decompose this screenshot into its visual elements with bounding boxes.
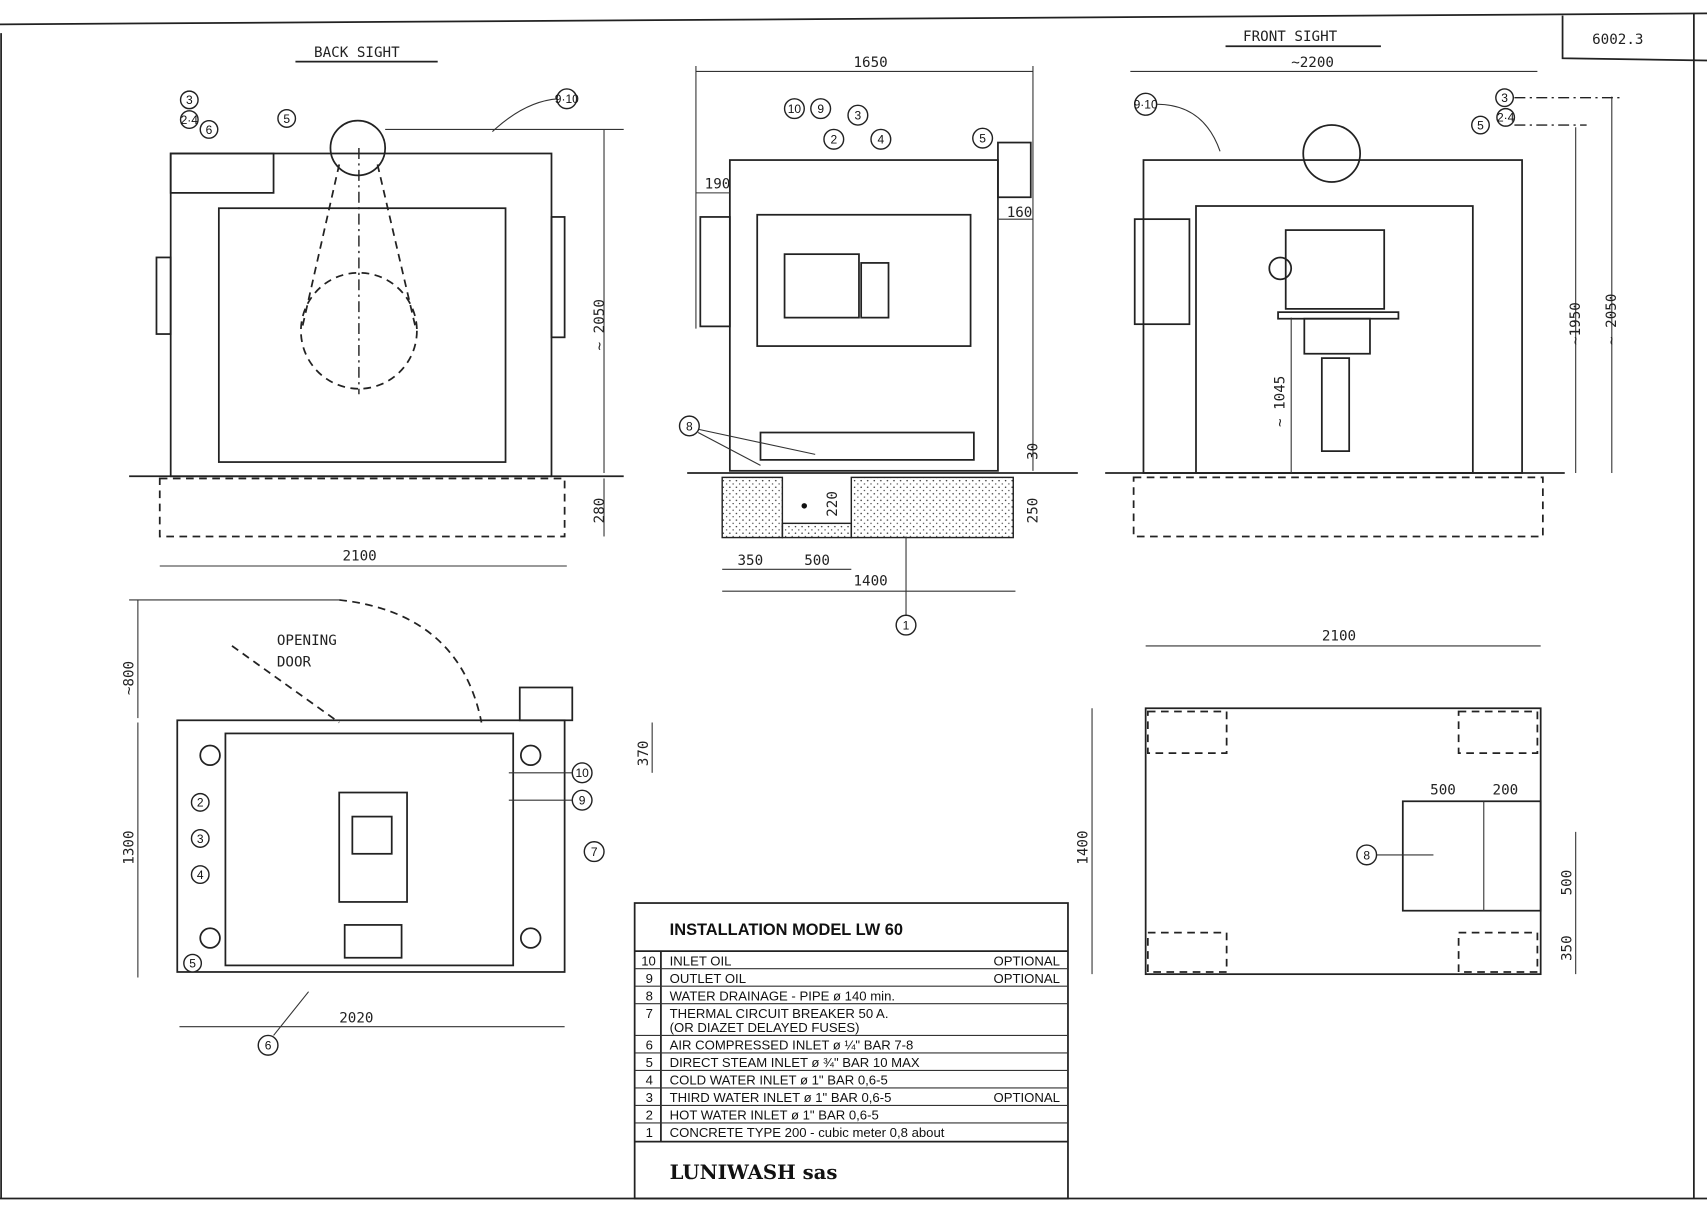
callout-9-10: 9·10 bbox=[1134, 98, 1158, 112]
title-block-rows: 10 INLET OIL OPTIONAL 9 OUTLET OIL OPTIO… bbox=[634, 953, 1068, 1140]
side-width-dim: 1650 bbox=[854, 55, 888, 71]
callout-2-4: 2·4 bbox=[181, 113, 199, 127]
title-block-title: INSTALLATION MODEL LW 60 bbox=[670, 921, 903, 939]
side-pit-mid: 500 bbox=[804, 553, 830, 569]
row-1-no: 1 bbox=[646, 1125, 653, 1140]
callout-10: 10 bbox=[575, 766, 589, 780]
row-5-no: 5 bbox=[646, 1055, 653, 1070]
callout-9: 9 bbox=[817, 102, 824, 116]
side-pad-dim: 30 bbox=[1025, 443, 1041, 460]
row-3-desc: THIRD WATER INLET ø 1" BAR 0,6-5 bbox=[670, 1090, 892, 1105]
callout-4: 4 bbox=[878, 133, 885, 147]
row-10-desc: INLET OIL bbox=[670, 953, 732, 968]
side-view: 1650 190 160 220 30 250 350 500 1400 1 8… bbox=[678, 55, 1078, 636]
drain-x-dim: 500 bbox=[1430, 783, 1456, 799]
row-7-desc2: (OR DIAZET DELAYED FUSES) bbox=[670, 1020, 860, 1035]
drawing-number: 6002.3 bbox=[1592, 32, 1643, 48]
front-door-height: ~ 1045 bbox=[1273, 376, 1289, 427]
row-2-no: 2 bbox=[646, 1108, 653, 1123]
row-8-desc: WATER DRAINAGE - PIPE ø 140 min. bbox=[670, 988, 895, 1003]
plan-view: OPENING DOOR ~800 1300 370 2020 2 3 4 5 … bbox=[121, 599, 653, 1056]
callout-6: 6 bbox=[206, 123, 213, 137]
front-width-dim: ~2200 bbox=[1291, 55, 1334, 71]
drain-y-dim: 500 bbox=[1559, 870, 1575, 896]
front-sight-title: FRONT SIGHT bbox=[1243, 29, 1338, 45]
front-height-1: ~1950 bbox=[1568, 302, 1584, 345]
side-drain-depth: 220 bbox=[825, 491, 841, 517]
door-label-2: DOOR bbox=[277, 655, 312, 671]
row-9-no: 9 bbox=[646, 971, 653, 986]
title-block: INSTALLATION MODEL LW 60 10 INLET OIL OP… bbox=[633, 902, 1069, 1200]
drain-x2-dim: 200 bbox=[1493, 783, 1519, 799]
drawing-frame bbox=[0, 12, 1707, 1200]
side-pit-left: 350 bbox=[738, 553, 764, 569]
plan-offset-dim: 370 bbox=[636, 741, 652, 767]
back-width-dim: 2100 bbox=[342, 549, 376, 565]
back-sight-view: BACK SIGHT 2100 ~ 2050 280 3 2·4 6 5 9·1… bbox=[129, 45, 624, 567]
row-8-no: 8 bbox=[646, 988, 653, 1003]
callout-8: 8 bbox=[686, 419, 693, 433]
door-clearance-dim: ~800 bbox=[121, 661, 137, 695]
callout-7: 7 bbox=[591, 845, 598, 859]
row-1-desc: CONCRETE TYPE 200 - cubic meter 0,8 abou… bbox=[670, 1125, 945, 1140]
row-6-desc: AIR COMPRESSED INLET ø ¼" BAR 7-8 bbox=[670, 1038, 914, 1053]
side-pit-depth: 250 bbox=[1025, 498, 1041, 524]
foundation-plan: 2100 1400 500 200 500 350 8 bbox=[1076, 628, 1577, 976]
side-right-offset: 160 bbox=[1007, 205, 1033, 221]
plan-width-dim: 2020 bbox=[339, 1010, 373, 1026]
side-left-offset: 190 bbox=[705, 177, 731, 193]
company-logo-text: LUNIWASH sas bbox=[670, 1161, 838, 1184]
row-4-desc: COLD WATER INLET ø 1" BAR 0,6-5 bbox=[670, 1073, 888, 1088]
row-7-no: 7 bbox=[646, 1006, 653, 1021]
row-4-no: 4 bbox=[646, 1073, 653, 1088]
callout-2-4: 2·4 bbox=[1497, 111, 1515, 125]
side-pit-total: 1400 bbox=[854, 574, 888, 590]
row-5-desc: DIRECT STEAM INLET ø ¾" BAR 10 MAX bbox=[670, 1055, 920, 1070]
callout-2: 2 bbox=[830, 133, 837, 147]
front-height-2: ~ 2050 bbox=[1604, 294, 1620, 345]
row-9-desc: OUTLET OIL bbox=[670, 971, 746, 986]
callout-3: 3 bbox=[186, 93, 193, 107]
callout-5: 5 bbox=[283, 112, 290, 126]
door-label-1: OPENING bbox=[277, 633, 337, 649]
row-6-no: 6 bbox=[646, 1038, 653, 1053]
callout-6: 6 bbox=[265, 1039, 272, 1053]
back-height-dim: ~ 2050 bbox=[592, 299, 608, 350]
plan-depth-dim: 1300 bbox=[121, 830, 137, 864]
row-10-note: OPTIONAL bbox=[994, 953, 1060, 968]
row-10-no: 10 bbox=[641, 953, 656, 968]
foundation-width-dim: 2100 bbox=[1322, 628, 1356, 644]
foundation-depth-dim: 1400 bbox=[1076, 830, 1092, 864]
callout-3: 3 bbox=[855, 109, 862, 123]
callout-3: 3 bbox=[197, 832, 204, 846]
callout-5: 5 bbox=[1477, 118, 1484, 132]
back-base-dim: 280 bbox=[592, 498, 608, 524]
front-sight-view: FRONT SIGHT ~2200 ~1950 ~ 2050 ~ 1045 9·… bbox=[1105, 29, 1620, 538]
callout-1: 1 bbox=[903, 618, 910, 632]
callout-10: 10 bbox=[788, 102, 802, 116]
callout-5: 5 bbox=[189, 957, 196, 971]
callout-5: 5 bbox=[979, 132, 986, 146]
row-2-desc: HOT WATER INLET ø 1" BAR 0,6-5 bbox=[670, 1108, 879, 1123]
row-3-note: OPTIONAL bbox=[994, 1090, 1060, 1105]
callout-9-10: 9·10 bbox=[555, 92, 579, 106]
row-7-desc: THERMAL CIRCUIT BREAKER 50 A. bbox=[670, 1006, 889, 1021]
back-sight-title: BACK SIGHT bbox=[314, 45, 400, 61]
drain-y2-dim: 350 bbox=[1559, 935, 1575, 961]
callout-8: 8 bbox=[1363, 848, 1370, 862]
callout-4: 4 bbox=[197, 868, 204, 882]
row-3-no: 3 bbox=[646, 1090, 653, 1105]
row-9-note: OPTIONAL bbox=[994, 971, 1060, 986]
callout-3: 3 bbox=[1501, 91, 1508, 105]
callout-9: 9 bbox=[579, 794, 586, 808]
callout-2: 2 bbox=[197, 796, 204, 810]
